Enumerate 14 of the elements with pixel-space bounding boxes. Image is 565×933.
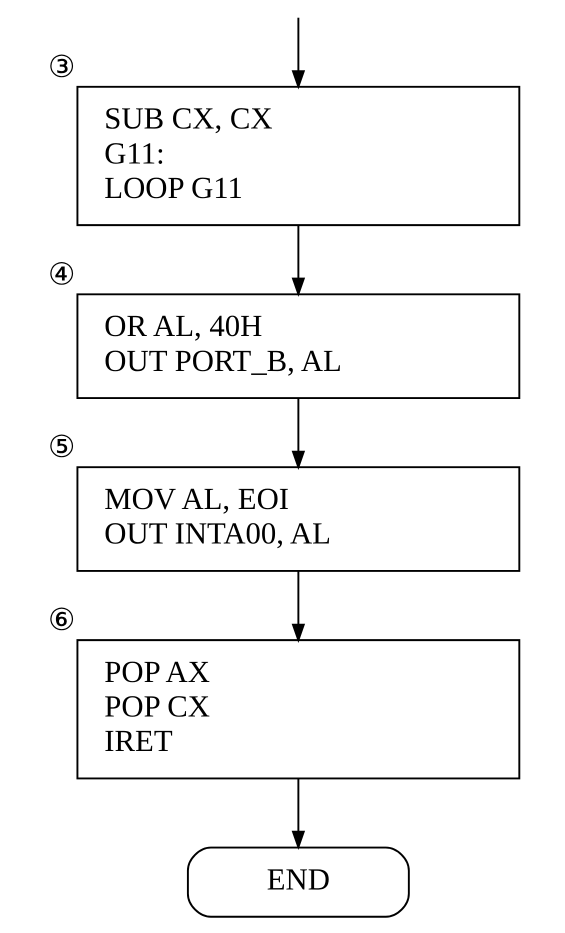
arrow xyxy=(291,225,305,297)
arrow xyxy=(291,571,305,643)
arrow xyxy=(291,398,305,470)
arrow xyxy=(291,778,305,850)
node-box: END xyxy=(186,846,410,918)
node-box: POP AX POP CX IRET xyxy=(76,639,520,780)
node-box: OR AL, 40H OUT PORT_B, AL xyxy=(76,293,520,399)
node-label: ⑤ xyxy=(48,430,76,464)
node-label: ③ xyxy=(48,50,76,84)
arrow xyxy=(291,18,305,90)
node-box: SUB CX, CX G11: LOOP G11 xyxy=(76,86,520,226)
node-box: MOV AL, EOI OUT INTA00, AL xyxy=(76,466,520,572)
node-label: ⑥ xyxy=(48,603,76,638)
node-label: ④ xyxy=(48,257,76,292)
